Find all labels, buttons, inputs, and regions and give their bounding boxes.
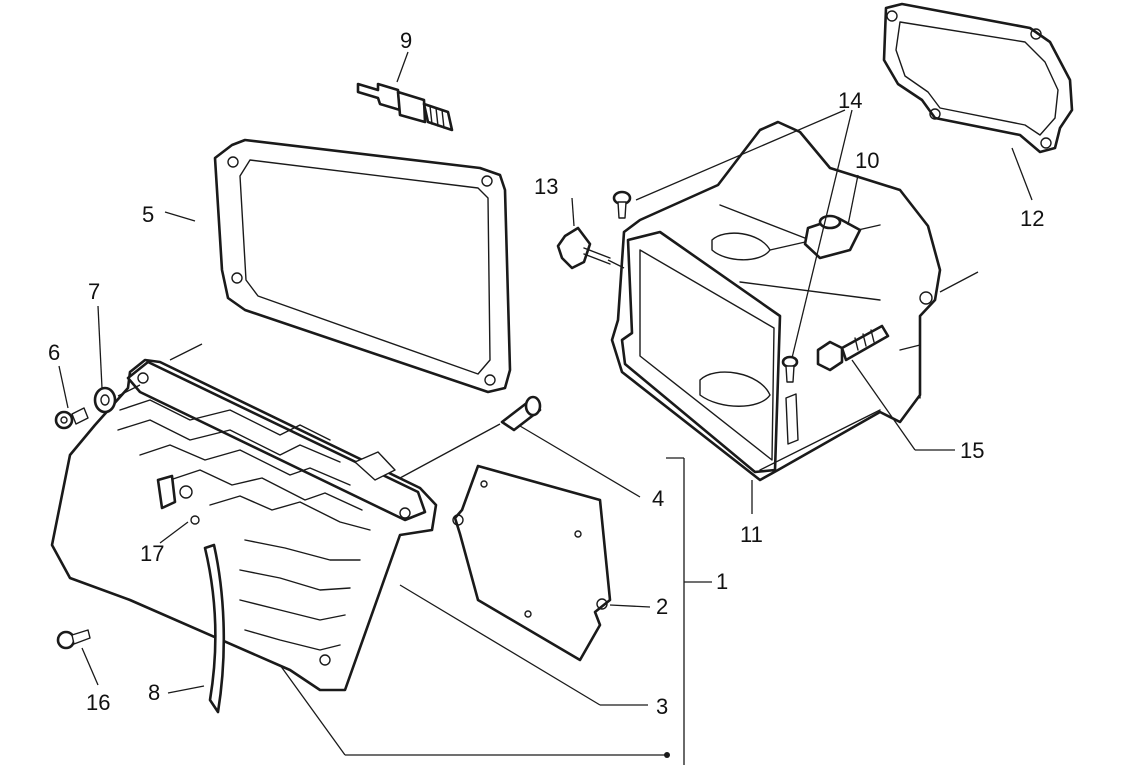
leader-3 [399,584,601,706]
screw-part-4 [399,395,641,498]
callout-12: 12 [1020,206,1044,231]
hose-part [167,543,226,714]
thread-plug-part [556,197,625,270]
bolt-part [785,324,955,451]
callout-4: 4 [652,486,664,511]
spark-plug-part [356,51,454,132]
callout-7: 7 [88,279,100,304]
screw-part-14 [612,109,853,383]
callout-11: 11 [740,522,763,547]
washer-nut-part [54,305,141,430]
callout-6: 6 [48,340,60,365]
screw-part-16 [56,629,99,686]
callout-13: 13 [534,174,558,199]
leader-10 [847,174,859,226]
sensor-part [156,474,200,544]
valve-cover-part [610,120,979,482]
callout-10: 10 [855,148,879,173]
callout-16: 16 [86,690,110,715]
callout-1: 1 [716,569,728,594]
group-bracket-1 [279,457,712,765]
callout-15: 15 [960,438,984,463]
callout-2: 2 [656,594,668,619]
gasket-large-part [164,138,512,394]
callout-9: 9 [400,28,412,53]
callout-8: 8 [148,680,160,705]
gasket-small-part [882,2,1074,201]
callout-5: 5 [142,202,154,227]
cylinder-head-cover-part [50,343,438,692]
callout-3: 3 [656,694,668,719]
callout-14: 14 [838,88,862,113]
callout-17: 17 [140,541,164,566]
gasket-reed-part [452,464,651,662]
